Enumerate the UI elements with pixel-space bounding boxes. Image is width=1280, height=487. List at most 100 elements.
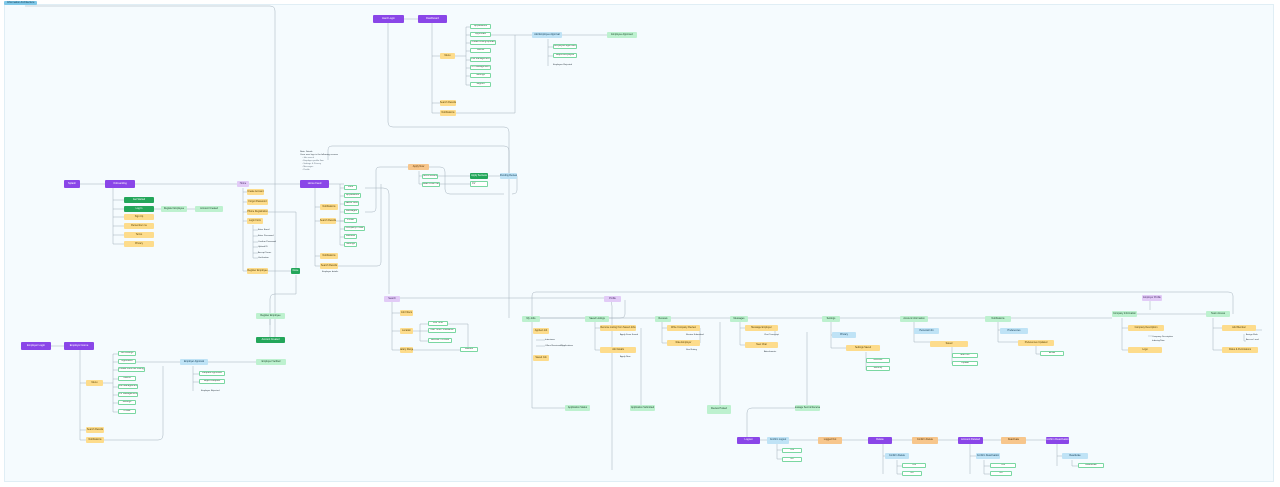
apply-row[interactable]: Upload Cover Letter [422, 182, 440, 187]
apply-success-node[interactable]: Apply Success [470, 173, 488, 179]
menu-item[interactable]: Create Listing/Upload [470, 40, 496, 45]
apply-now-node[interactable]: Apply Now [408, 164, 429, 170]
profile-col-row[interactable]: Applied Job [533, 328, 549, 334]
employer-profile-hub[interactable]: Employer Profile [1142, 295, 1162, 301]
hub-item[interactable]: Phone Registration [247, 209, 268, 215]
profile-col-foot[interactable]: Message Sent & Received [795, 405, 820, 411]
employer-sub-item[interactable]: Request Approved [199, 371, 225, 376]
employer-menu-item[interactable]: File Management [118, 384, 138, 389]
option-row[interactable]: Terms [124, 232, 154, 238]
bottom-sub[interactable]: Reactivate [1078, 463, 1104, 468]
menu-item[interactable]: Clients [470, 48, 491, 53]
hard-login-node[interactable]: Hard Login [373, 15, 404, 23]
profile-col-note[interactable]: Email [1040, 351, 1064, 356]
employer-search-node[interactable]: Search Results [86, 427, 104, 433]
get-started-node[interactable]: Get Started [124, 197, 154, 203]
menu-item[interactable]: Support [470, 82, 491, 87]
account-created-green-node[interactable]: Account Created [256, 337, 285, 343]
employer-notifications-node[interactable]: Notifications [86, 437, 104, 443]
search-row[interactable]: Job Filters [400, 310, 413, 316]
profile-col-foot[interactable]: Application Status [565, 405, 590, 411]
feed-item[interactable]: Jobs [344, 185, 357, 190]
profile-col-head[interactable]: Reviews [655, 316, 671, 322]
filter-results[interactable]: Results [460, 347, 478, 352]
profile-col-note[interactable]: Update [952, 361, 978, 366]
hub-item[interactable]: Login Form [247, 218, 263, 224]
profile-col-foot[interactable]: Preferences Updated [1018, 340, 1054, 346]
notifications-node[interactable]: Notifications [440, 110, 456, 116]
option-row[interactable]: Privacy [124, 241, 154, 247]
employer-menu-item[interactable]: Create Job/Post Listing [118, 367, 145, 372]
dashboard-node[interactable]: Dashboard [418, 15, 447, 23]
profile-col-foot[interactable]: Settings Saved [846, 345, 880, 351]
bottom-sub-head[interactable]: Confirm Deactivation [976, 453, 1000, 459]
employer-menu-node[interactable]: Menu [86, 380, 103, 386]
home-feed-node[interactable]: Home Feed [300, 180, 329, 188]
employer-menu-item[interactable]: Job Listings [118, 351, 136, 356]
cv-input[interactable]: CV [470, 181, 488, 187]
profile-col-note[interactable]: Account [866, 358, 890, 363]
profile-col-row[interactable]: Rate Employer [667, 340, 700, 346]
far-col-row[interactable]: Add Member [1222, 325, 1256, 331]
feed-item[interactable]: Profile [344, 218, 357, 223]
option-row[interactable]: Sign Up [124, 214, 154, 220]
home-hub-node[interactable]: Home [237, 181, 249, 187]
filter-item[interactable]: Full Time [428, 321, 448, 326]
bottom-sub-head[interactable]: Confirm Delete [885, 453, 909, 459]
profile-col-note[interactable]: Security [866, 366, 890, 371]
far-col-head[interactable]: Team Access [1206, 311, 1230, 317]
bottom-node[interactable]: Confirm Delete [912, 437, 938, 444]
menu-item[interactable]: Approvals [470, 32, 491, 37]
bottom-node[interactable]: Confirm Deactivation [1046, 437, 1069, 444]
profile-col-note[interactable]: Edit Info [952, 353, 978, 358]
feed-item[interactable]: Company Profile [344, 226, 365, 231]
profile-col-foot[interactable]: Application Submitted [630, 405, 655, 411]
sub-item[interactable]: Reject Employee [553, 53, 577, 58]
filter-item[interactable]: Part Time / Freelance [428, 328, 456, 333]
filter-item[interactable]: Remote / On-site [428, 338, 452, 343]
hub-item[interactable]: Create Account [247, 189, 264, 195]
profile-col-row[interactable]: New Chat [745, 342, 778, 348]
menu-item[interactable]: CV Management [470, 65, 491, 70]
search-results-node[interactable]: Search Results [440, 100, 456, 106]
profile-col-row[interactable]: Message Employer [745, 325, 778, 331]
bottom-sub[interactable]: Yes [782, 448, 802, 453]
onboarding-node[interactable]: Onboarding [105, 180, 135, 188]
bottom-node[interactable]: Logged Out [818, 437, 842, 444]
bottom-node[interactable]: Logout [737, 437, 760, 444]
employer-home-node[interactable]: Employer Home [64, 342, 94, 350]
feed-item[interactable]: Saved Jobs [344, 201, 359, 206]
profile-col-row[interactable]: Job Details [600, 347, 636, 353]
search-node-center[interactable]: Search Results [320, 263, 338, 269]
profile-col-head[interactable]: Saved Listings [585, 316, 609, 322]
menu-node[interactable]: Menu [440, 53, 455, 59]
employee-approved-node[interactable]: Employee Approved [607, 32, 637, 38]
apply-row[interactable]: Submit Resume [422, 174, 438, 179]
register-employee-node[interactable]: Register Employee [247, 268, 268, 274]
bottom-sub[interactable]: No [782, 457, 802, 462]
option-row[interactable]: Remember me [124, 223, 154, 229]
profile-col-head[interactable]: Messages [730, 316, 748, 322]
profile-col-head[interactable]: Settings [822, 316, 840, 322]
bottom-sub[interactable]: Yes [902, 463, 926, 468]
employer-menu-item[interactable]: Profile [118, 409, 136, 414]
notifications-node-center[interactable]: Notifications [320, 253, 338, 259]
bottom-node[interactable]: Delete [868, 437, 892, 444]
employer-login-node[interactable]: Employer Login [21, 342, 51, 350]
bottom-node[interactable]: Deactivate [1001, 437, 1026, 444]
employer-approval-node[interactable]: Employer Approval [180, 359, 208, 365]
employer-sub-item[interactable]: Reject Request [199, 379, 225, 384]
sub-item[interactable]: Employee approved [553, 44, 577, 49]
profile-col-row[interactable]: Preferences [1000, 328, 1028, 334]
profile-hub-node[interactable]: Profile [604, 296, 621, 302]
menu-item[interactable]: Applications [470, 24, 491, 29]
bottom-sub-head[interactable]: Reactivate [1062, 453, 1088, 459]
employer-menu-item[interactable]: Settings [118, 400, 136, 405]
profile-col-row[interactable]: Privacy [832, 332, 856, 338]
register-step-node[interactable]: Register Employee [256, 313, 285, 319]
done-node[interactable]: Done [291, 268, 300, 274]
bottom-node[interactable]: Account Deleted [958, 437, 983, 444]
register-node[interactable]: Register Employee [161, 206, 187, 212]
profile-col-head[interactable]: Notifications [985, 316, 1011, 322]
hub-item[interactable]: Forgot Password [247, 199, 268, 205]
